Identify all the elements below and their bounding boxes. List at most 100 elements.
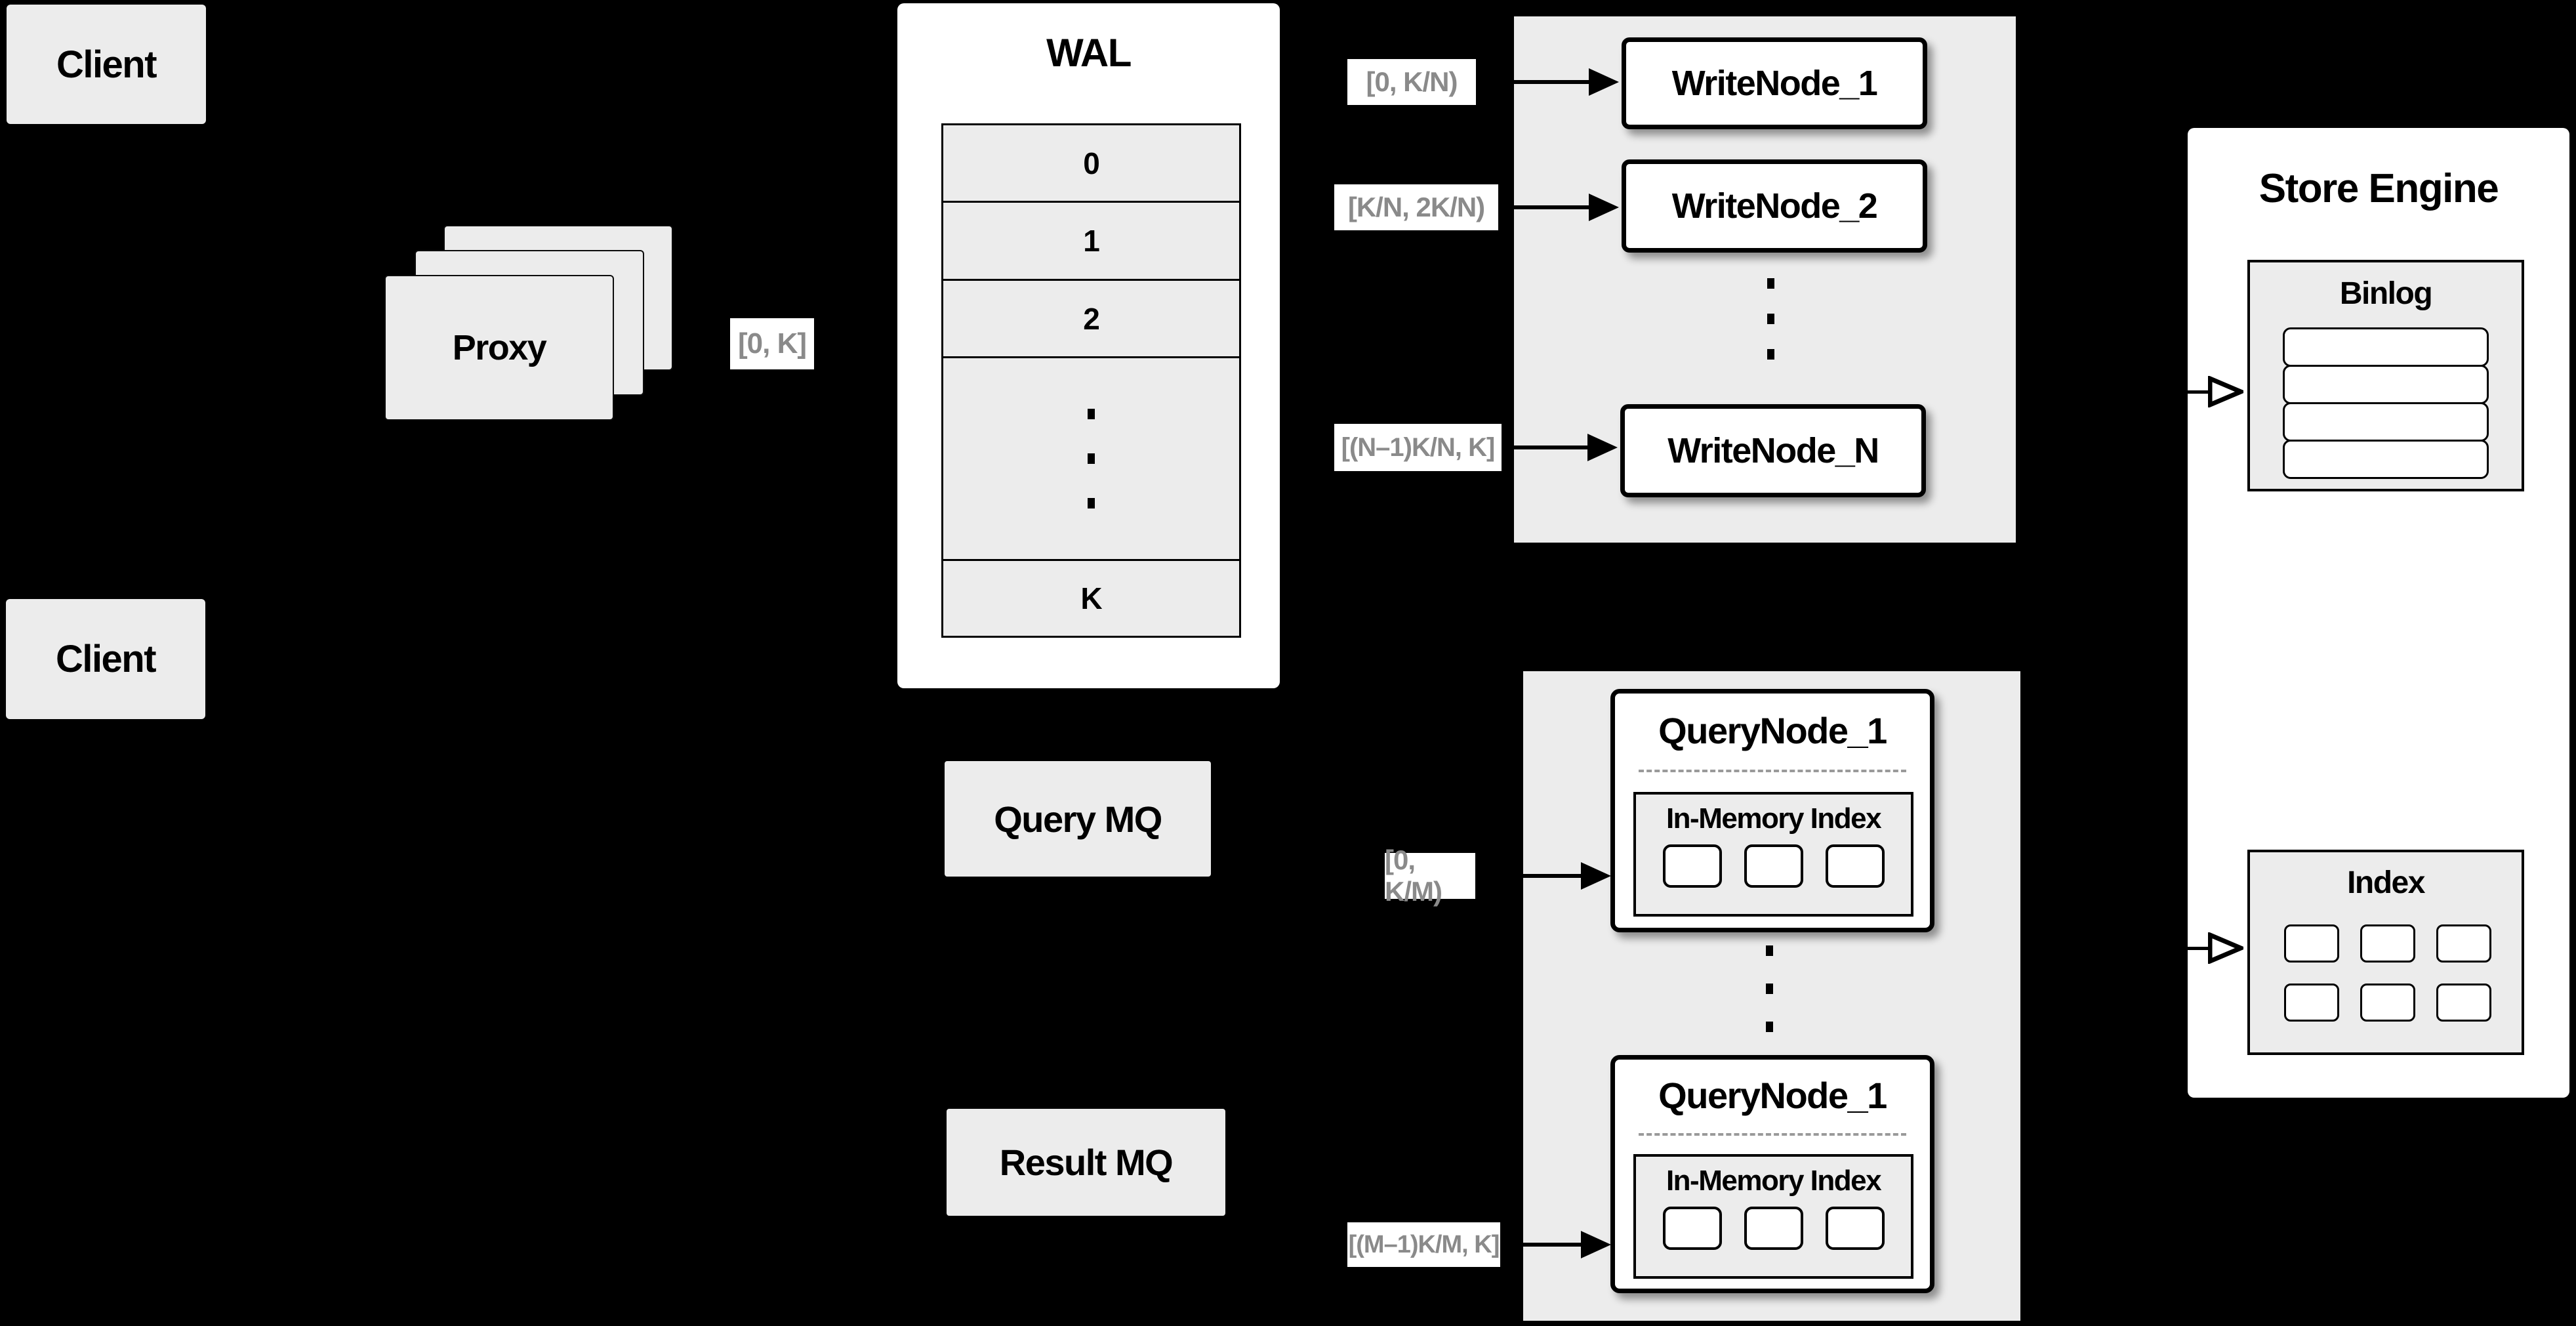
in-memory-index-bottom-title: In-Memory Index bbox=[1666, 1165, 1882, 1197]
in-memory-index-top-title: In-Memory Index bbox=[1666, 802, 1882, 835]
vertical-ellipsis-icon bbox=[1088, 409, 1095, 508]
query-node-bottom-title: QueryNode_1 bbox=[1615, 1060, 1930, 1130]
binlog-rows bbox=[2250, 327, 2522, 479]
arrow-shaft bbox=[2178, 390, 2212, 394]
client-bottom-box: Client bbox=[6, 599, 205, 719]
range-label-write-1-text: [0, K/N) bbox=[1366, 66, 1458, 97]
store-engine-panel: Store Engine Binlog Index bbox=[2188, 128, 2569, 1098]
write-node-2-label: WriteNode_2 bbox=[1671, 186, 1878, 226]
index-chip bbox=[2436, 984, 2491, 1022]
index-chips bbox=[2250, 924, 2522, 1022]
segment-chip bbox=[1744, 1207, 1803, 1250]
open-arrow-right-icon bbox=[2208, 932, 2243, 964]
client-top-label: Client bbox=[56, 43, 157, 86]
arrow-right-icon bbox=[1581, 862, 1611, 890]
arrow-right-icon bbox=[1589, 68, 1619, 96]
client-bottom-label: Client bbox=[55, 638, 157, 680]
write-node-n-box: WriteNode_N bbox=[1620, 404, 1926, 497]
wal-title: WAL bbox=[897, 3, 1280, 102]
segment-chip bbox=[1662, 844, 1722, 888]
in-memory-index-bottom-box: In-Memory Index bbox=[1633, 1154, 1913, 1279]
query-node-group-panel: QueryNode_1 In-Memory Index QueryNode_1 bbox=[1523, 671, 2020, 1321]
result-mq-box: Result MQ bbox=[947, 1109, 1225, 1216]
range-label-proxy-out: [0, K] bbox=[730, 318, 814, 369]
vertical-ellipsis-icon bbox=[1767, 278, 1774, 360]
binlog-title-text: Binlog bbox=[2339, 276, 2433, 311]
query-node-bottom-box: QueryNode_1 In-Memory Index bbox=[1610, 1055, 1934, 1293]
index-chip bbox=[2360, 924, 2415, 963]
wal-segment-k-label: K bbox=[1080, 581, 1102, 615]
index-chip bbox=[2284, 924, 2339, 963]
wal-title-text: WAL bbox=[1046, 30, 1132, 75]
in-memory-segments bbox=[1636, 1207, 1911, 1250]
arrow-shaft bbox=[1476, 80, 1589, 84]
binlog-row bbox=[2283, 327, 2489, 367]
wal-segment-2-label: 2 bbox=[1083, 301, 1100, 336]
index-chip bbox=[2436, 924, 2491, 963]
query-node-top-title: QueryNode_1 bbox=[1615, 694, 1930, 767]
range-label-write-n: [(N–1)K/N, K] bbox=[1334, 424, 1502, 471]
index-title-text: Index bbox=[2347, 865, 2425, 900]
arrow-right-icon bbox=[1581, 1231, 1611, 1258]
in-memory-index-top-box: In-Memory Index bbox=[1633, 792, 1913, 917]
store-engine-title: Store Engine bbox=[2188, 128, 2569, 249]
wal-segment-1-label: 1 bbox=[1083, 224, 1100, 258]
binlog-row bbox=[2283, 402, 2489, 442]
binlog-box: Binlog bbox=[2247, 260, 2524, 491]
query-node-top-box: QueryNode_1 In-Memory Index bbox=[1610, 689, 1934, 932]
wal-segment-2: 2 bbox=[943, 279, 1239, 356]
range-label-write-2-text: [K/N, 2K/N) bbox=[1347, 192, 1485, 222]
client-top-box: Client bbox=[7, 5, 206, 124]
write-node-1-box: WriteNode_1 bbox=[1622, 37, 1927, 129]
query-node-bottom-title-text: QueryNode_1 bbox=[1658, 1074, 1887, 1116]
wal-segment-k: K bbox=[943, 559, 1239, 636]
dashed-divider bbox=[1639, 1133, 1906, 1136]
wal-panel: WAL 0 1 2 K bbox=[897, 3, 1280, 688]
index-title: Index bbox=[2250, 852, 2522, 913]
wal-segment-ellipsis-cell bbox=[943, 356, 1239, 559]
query-node-top-title-text: QueryNode_1 bbox=[1658, 709, 1887, 751]
range-label-write-2: [K/N, 2K/N) bbox=[1334, 184, 1498, 230]
arrow-shaft bbox=[1502, 445, 1587, 449]
dashed-divider bbox=[1639, 770, 1906, 772]
range-label-write-n-text: [(N–1)K/N, K] bbox=[1341, 432, 1496, 462]
arrow-shaft bbox=[1500, 1243, 1581, 1247]
query-mq-box: Query MQ bbox=[945, 761, 1211, 877]
vertical-ellipsis-icon bbox=[1766, 945, 1773, 1032]
range-label-proxy-out-text: [0, K] bbox=[738, 327, 807, 360]
proxy-label: Proxy bbox=[452, 328, 547, 367]
segment-chip bbox=[1825, 844, 1885, 888]
range-label-query-1: [0, K/M) bbox=[1385, 844, 1475, 907]
index-chip bbox=[2360, 984, 2415, 1022]
wal-segment-1: 1 bbox=[943, 201, 1239, 279]
result-mq-label: Result MQ bbox=[999, 1142, 1174, 1183]
segment-chip bbox=[1744, 844, 1803, 888]
segment-chip bbox=[1825, 1207, 1885, 1250]
arrow-right-icon bbox=[1587, 434, 1618, 461]
range-label-write-1: [0, K/N) bbox=[1347, 59, 1476, 105]
range-label-query-m-text: [(M–1)K/M, K] bbox=[1348, 1230, 1500, 1258]
wal-segment-0-label: 0 bbox=[1083, 146, 1100, 180]
segment-chip bbox=[1662, 1207, 1722, 1250]
write-node-2-box: WriteNode_2 bbox=[1622, 159, 1927, 253]
range-label-query-m: [(M–1)K/M, K] bbox=[1347, 1222, 1500, 1267]
arrow-right-icon bbox=[1589, 194, 1619, 221]
binlog-row bbox=[2283, 440, 2489, 479]
write-node-1-label: WriteNode_1 bbox=[1671, 64, 1878, 103]
wal-segment-0: 0 bbox=[943, 125, 1239, 201]
write-node-group-panel: WriteNode_1 WriteNode_2 WriteNode_N bbox=[1514, 16, 2016, 543]
arrow-shaft bbox=[1475, 874, 1581, 878]
arrow-shaft bbox=[2178, 947, 2212, 950]
binlog-row bbox=[2283, 365, 2489, 404]
query-mq-label: Query MQ bbox=[994, 798, 1162, 840]
arrow-shaft bbox=[1498, 205, 1589, 209]
in-memory-segments bbox=[1636, 844, 1911, 888]
proxy-card-front: Proxy bbox=[384, 275, 614, 421]
index-box: Index bbox=[2247, 850, 2524, 1055]
wal-segment-table: 0 1 2 K bbox=[941, 123, 1241, 638]
open-arrow-right-icon bbox=[2208, 376, 2243, 407]
index-chip bbox=[2284, 984, 2339, 1022]
write-node-n-label: WriteNode_N bbox=[1667, 431, 1879, 470]
range-label-query-1-text: [0, K/M) bbox=[1385, 844, 1442, 907]
